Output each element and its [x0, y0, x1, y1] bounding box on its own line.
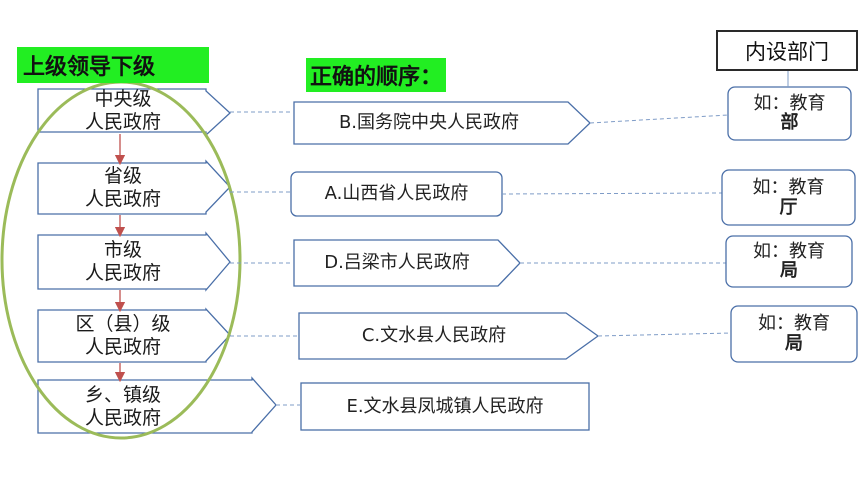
level-shape-town [37, 376, 277, 434]
level-shape-central [37, 88, 231, 137]
connector-gov-ex-2 [501, 192, 723, 195]
example-label-1: 如：教育 部 [728, 87, 851, 140]
level-shape-province [37, 159, 231, 215]
level-label-central: 中央级 人民政府 [38, 88, 208, 134]
level-label-county: 区（县）级 人民政府 [38, 309, 208, 363]
example-bottom: 厅 [779, 196, 798, 218]
example-bottom: 局 [780, 259, 798, 281]
connector-gov-ex-1 [589, 114, 729, 124]
level-label-town: 乡、镇级 人民政府 [38, 379, 208, 434]
level-line2: 人民政府 [84, 336, 161, 358]
level-line1: 省级 [103, 165, 142, 188]
example-shape-2 [721, 169, 856, 226]
level-line2: 人民政府 [84, 406, 161, 429]
level-line1: 中央级 [94, 88, 152, 111]
example-shape-3 [725, 235, 853, 288]
level-line2: 人民政府 [84, 262, 161, 284]
correct-order-tag: 正确的顺序： [306, 58, 447, 92]
example-label-3: 如：教育 局 [726, 236, 852, 287]
level-line1: 市级 [103, 239, 142, 262]
correct-order-text: 正确的顺序： [310, 65, 443, 90]
example-top: 如：教育 [752, 176, 825, 198]
example-bottom: 部 [780, 111, 799, 133]
gov-shape-c [298, 312, 600, 360]
level-line1: 区（县）级 [75, 313, 171, 336]
gov-label-b: B.国务院中央人民政府 [338, 112, 520, 134]
example-top: 如：教育 [753, 240, 825, 262]
example-label-4: 如：教育 局 [731, 306, 857, 362]
gov-label-e: E.文水县凤城镇人民政府 [346, 395, 544, 417]
level-label-province: 省级 人民政府 [38, 161, 208, 215]
example-top: 如：教育 [758, 313, 830, 335]
gov-label-d: D.吕梁市人民政府 [324, 252, 470, 274]
gov-shape-b [293, 101, 591, 145]
level-label-city: 市级 人民政府 [38, 234, 208, 290]
level-line2: 人民政府 [84, 111, 161, 133]
internal-depts-title: 内设部门 [716, 30, 858, 71]
level-shape-city [37, 231, 231, 292]
gov-shape-d [293, 239, 521, 287]
level-line1: 乡、镇级 [84, 383, 161, 406]
upper-lower-tag: 上级领导下级 [17, 47, 209, 83]
gov-shape-e [300, 382, 590, 431]
gov-label-c: C.文水县人民政府 [361, 325, 507, 347]
example-shape-4 [730, 305, 858, 363]
connector-gov-ex-4 [597, 332, 732, 337]
level-shape-county [37, 307, 231, 363]
example-shape-1 [727, 86, 852, 141]
example-top: 如：教育 [753, 92, 826, 114]
level-line2: 人民政府 [84, 188, 161, 210]
example-label-2: 如：教育 厅 [722, 170, 855, 225]
gov-label-a: A.山西省人民政府 [324, 183, 469, 205]
example-bottom: 局 [785, 333, 803, 354]
